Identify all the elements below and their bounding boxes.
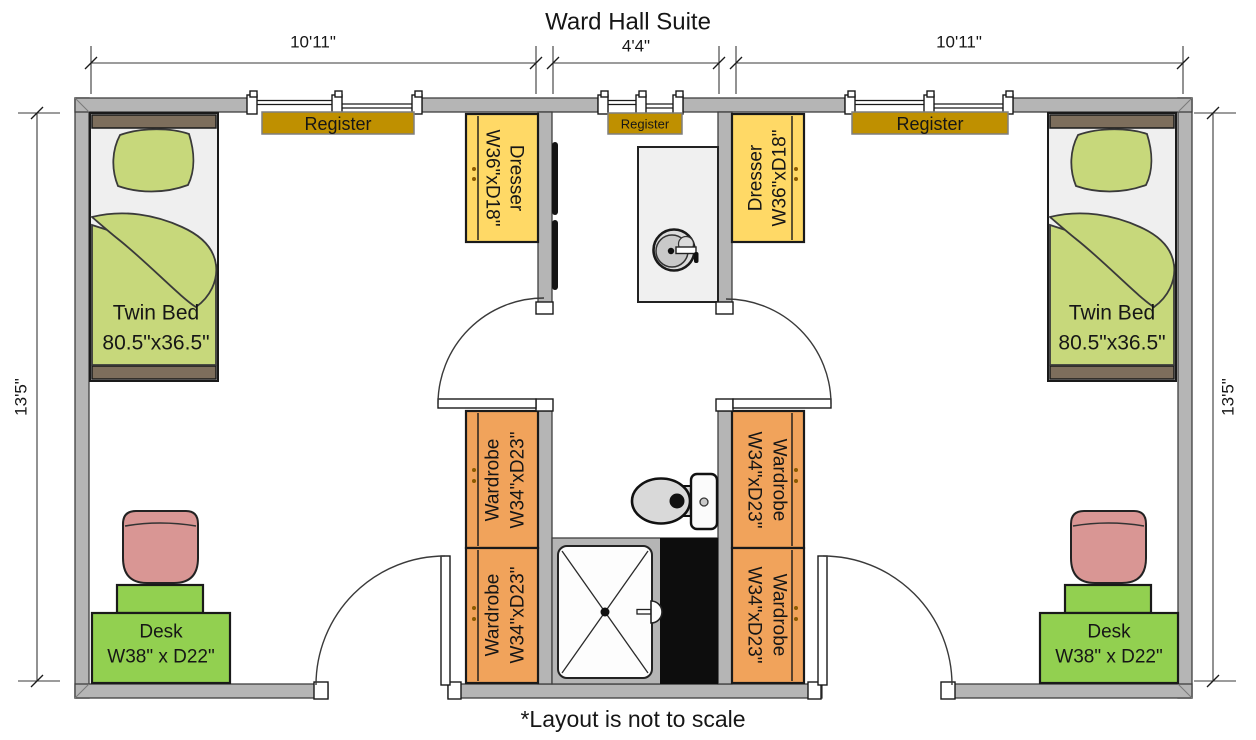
door-panel: [817, 555, 828, 686]
vestibule-mirror: [552, 142, 558, 290]
window-jamb-icon: [246, 90, 258, 115]
wardrobe-left-top: Wardrobe W34"xD23": [464, 409, 540, 550]
window-right: [844, 90, 1014, 115]
wall-partition-right-upper: [717, 111, 733, 305]
door-swing-arc: [725, 298, 832, 405]
dim-label-right: 13'5": [1219, 378, 1238, 416]
window-jamb-icon: [1002, 90, 1014, 115]
window-jamb-icon: [331, 90, 343, 115]
door-panel: [440, 555, 451, 686]
bed-label-line1: Twin Bed: [1069, 302, 1155, 325]
window-jamb-icon: [672, 90, 684, 115]
twin-bed-left: Twin Bed 80.5"x36.5": [89, 112, 219, 382]
wall-bottom-2: [447, 683, 823, 699]
wall-top-3: [682, 97, 846, 113]
register-center: Register: [607, 112, 683, 135]
door-vestibule-right: [715, 298, 832, 412]
scale-footnote: *Layout is not to scale: [520, 706, 745, 732]
wardrobe-right-bottom: Wardrobe W34"xD23": [730, 546, 806, 685]
desk-label-line2: W38" x D22": [107, 647, 214, 668]
door-entry-left: [313, 555, 462, 700]
wall-top-2: [421, 97, 599, 113]
shower-room: [551, 537, 719, 685]
wardrobe-label-line2: W34"xD23": [508, 567, 529, 664]
window-jamb-icon: [844, 90, 856, 115]
wardrobe-label-line1: Wardrobe: [769, 574, 790, 657]
register-left: Register: [261, 111, 415, 135]
wardrobe-left-bottom: Wardrobe W34"xD23": [464, 546, 540, 685]
door-panel: [732, 398, 832, 409]
window-center: [597, 90, 684, 115]
desk-label-line2: W38" x D22": [1055, 647, 1162, 668]
sink-icon: [652, 228, 699, 272]
door-panel: [437, 398, 537, 409]
desk-right: Desk W38" x D22": [1038, 509, 1180, 685]
faucet-icon: [675, 246, 697, 255]
dim-label-top-right: 10'11": [936, 33, 982, 52]
door-vestibule-left: [437, 297, 554, 412]
wardrobe-label-line1: Wardrobe: [483, 574, 504, 657]
wall-top-1: [74, 97, 253, 113]
toilet-icon: [630, 472, 719, 531]
wall-bottom-3: [941, 683, 1193, 699]
wall-partition-right-lower: [717, 410, 733, 685]
shower-valve-icon: [636, 600, 663, 624]
dresser-left: Dresser W36"xD18": [464, 112, 540, 244]
mirror-bar-icon: [552, 142, 558, 215]
bed-label-line2: 80.5"x36.5": [102, 332, 209, 355]
twin-bed-right: Twin Bed 80.5"x36.5": [1047, 112, 1177, 382]
wall-partition-left-upper: [537, 111, 553, 305]
wardrobe-label-line2: W34"xD23": [744, 567, 765, 664]
dim-label-left: 13'5": [12, 378, 31, 416]
shower-pan-icon: [557, 545, 663, 679]
door-entry-right: [807, 555, 956, 700]
dresser-label-line2: W36"xD18": [770, 130, 791, 227]
dim-label-top-left: 10'11": [290, 33, 336, 52]
plumbing-chase: [660, 538, 718, 684]
wardrobe-right-top: Wardrobe W34"xD23": [730, 409, 806, 550]
register-label: Register: [896, 114, 963, 134]
desk-label-line1: Desk: [139, 622, 183, 643]
walls: [74, 97, 1193, 699]
window-left: [246, 90, 423, 115]
page-title: Ward Hall Suite: [545, 9, 711, 36]
mirror-bar-icon: [552, 220, 558, 290]
door-swing-arc: [437, 297, 545, 405]
wardrobe-label-line1: Wardrobe: [769, 439, 790, 522]
register-right: Register: [851, 111, 1009, 135]
dimension-left: 13'5": [12, 106, 60, 688]
door-swing-arc: [822, 555, 953, 686]
wall-bottom-1: [74, 683, 329, 699]
dimension-top-left: 10'11": [84, 33, 543, 94]
door-swing-arc: [315, 555, 446, 686]
dresser-label-line2: W36"xD18": [482, 130, 503, 227]
bed-label-line2: 80.5"x36.5": [1058, 332, 1165, 355]
dresser-label-line1: Dresser: [506, 145, 527, 212]
window-jamb-icon: [923, 90, 935, 115]
wall-top-4: [1012, 97, 1193, 113]
bed-label-line1: Twin Bed: [113, 302, 199, 325]
dresser-label-line1: Dresser: [746, 144, 767, 211]
register-label: Register: [621, 117, 670, 132]
wall-partition-left-lower: [537, 410, 553, 685]
wardrobe-label-line2: W34"xD23": [508, 432, 529, 529]
window-jamb-icon: [635, 90, 647, 115]
dimension-top-center: 4'4": [546, 37, 726, 94]
dim-label-top-center: 4'4": [622, 37, 650, 56]
desk-left: Desk W38" x D22": [90, 509, 232, 685]
window-jamb-icon: [411, 90, 423, 115]
dresser-right: Dresser W36"xD18": [730, 112, 806, 244]
wardrobe-label-line1: Wardrobe: [483, 439, 504, 522]
sink-vanity: [637, 146, 719, 303]
wardrobe-label-line2: W34"xD23": [744, 432, 765, 529]
wall-right: [1177, 97, 1193, 699]
dimension-right: 13'5": [1194, 106, 1238, 688]
wall-left: [74, 97, 90, 699]
window-jamb-icon: [597, 90, 609, 115]
register-label: Register: [304, 114, 371, 134]
desk-label-line1: Desk: [1087, 622, 1131, 643]
dimension-top-right: 10'11": [729, 33, 1190, 94]
